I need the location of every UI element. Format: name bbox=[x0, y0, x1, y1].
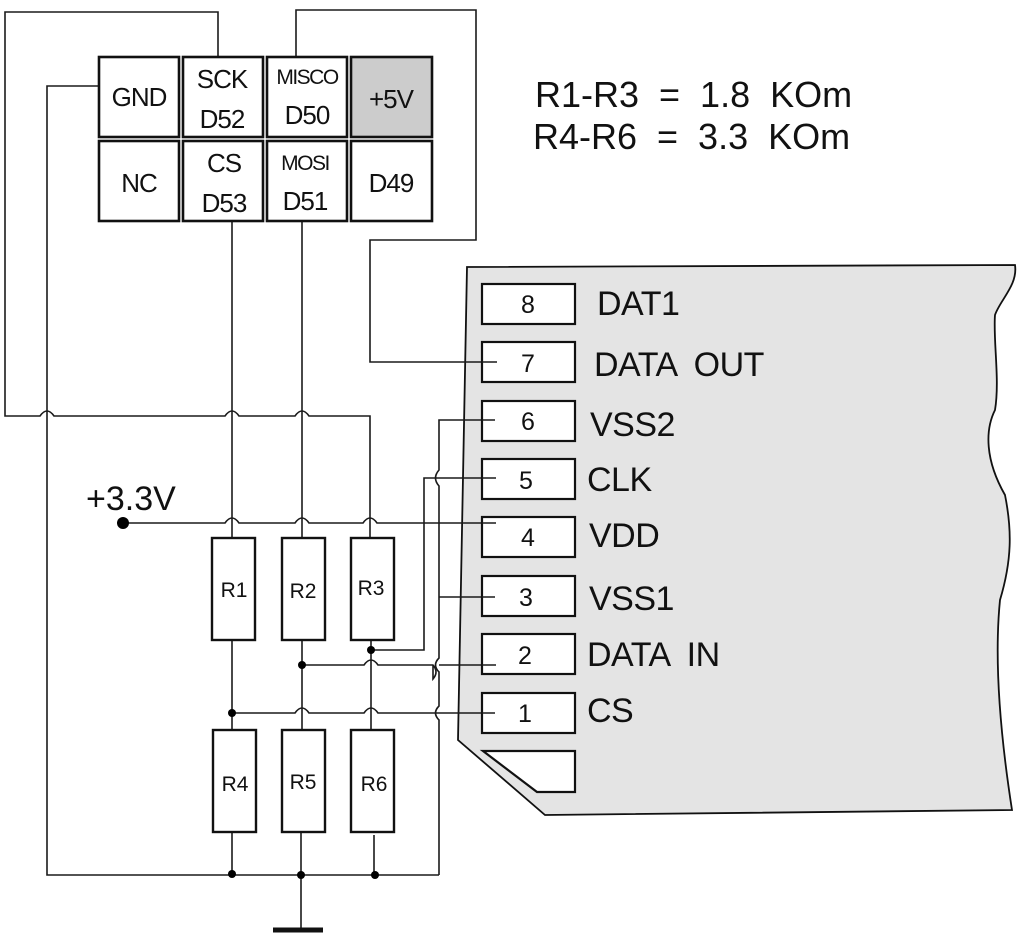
wire-vdd bbox=[123, 517, 500, 524]
sd-pin-8-box bbox=[480, 282, 577, 326]
junction-dot bbox=[228, 709, 236, 717]
resistor-r1-body bbox=[210, 536, 257, 642]
sd-pin-8-number: 8 bbox=[521, 291, 535, 319]
sd-pin-6-box bbox=[480, 399, 577, 443]
sd-pin-5-box bbox=[480, 457, 577, 501]
sd-pin-4-number: 4 bbox=[521, 524, 535, 552]
pin-gnd-label: GND bbox=[112, 82, 167, 112]
resistor-r4-body bbox=[211, 728, 258, 834]
resistor-r1: R1 bbox=[210, 536, 257, 642]
resistor-r6-label: R6 bbox=[361, 773, 388, 796]
junction-dot bbox=[371, 871, 379, 879]
pin-5v-label: +5V bbox=[369, 84, 415, 114]
pin-cs-d53 bbox=[181, 139, 265, 223]
sd-pin-2-name: DATA IN bbox=[587, 636, 720, 674]
sd-pin-1-name: CS bbox=[587, 692, 633, 730]
pin-misco-label: MISCO bbox=[276, 66, 339, 89]
pin-d49-label: D49 bbox=[369, 168, 414, 198]
sd-pin-1-number: 1 bbox=[518, 700, 532, 728]
resistor-r2-label: R2 bbox=[290, 580, 317, 603]
sd-pin-2-box bbox=[480, 632, 577, 676]
note-r1-r3: R1-R3 = 1.8 KOm bbox=[535, 74, 852, 115]
supply-label: +3.3V bbox=[86, 480, 176, 518]
junction-dot bbox=[297, 871, 305, 879]
resistor-r4: R4 bbox=[211, 728, 258, 834]
sd-pin-8-name: DAT1 bbox=[597, 285, 679, 323]
resistor-r3: R3 bbox=[349, 536, 396, 642]
wire-misco bbox=[295, 9, 500, 363]
resistor-r4-label: R4 bbox=[222, 773, 249, 796]
junction-dot bbox=[298, 661, 306, 669]
pin-d52-label: D52 bbox=[200, 104, 245, 134]
sd-pin-4: 4 VDD bbox=[480, 515, 660, 559]
pin-cs-label: CS bbox=[207, 148, 242, 178]
pin-sck-d52 bbox=[181, 55, 265, 139]
pin-d53-label: D53 bbox=[202, 188, 247, 218]
pin-gnd bbox=[97, 55, 181, 139]
junction-dot bbox=[367, 646, 375, 654]
sd-pin-4-name: VDD bbox=[589, 517, 659, 555]
pin-nc-label: NC bbox=[121, 168, 157, 198]
resistor-r3-label: R3 bbox=[358, 577, 385, 600]
sd-pin-6-number: 6 bbox=[521, 408, 535, 436]
resistor-r2: R2 bbox=[280, 536, 327, 642]
resistor-r3-body bbox=[349, 536, 396, 642]
sd-pin-3-box bbox=[480, 574, 577, 618]
pin-mosi-label: MOSI bbox=[281, 152, 329, 175]
wire-vss bbox=[434, 419, 500, 875]
pin-mosi-d51 bbox=[265, 139, 349, 223]
pin-misco-d50 bbox=[265, 55, 349, 139]
pin-nc bbox=[97, 139, 181, 223]
sd-pin-7-number: 7 bbox=[521, 350, 535, 378]
wire-cs bbox=[232, 707, 500, 714]
pin-5v bbox=[349, 55, 434, 139]
sd-pin-4-box bbox=[480, 515, 577, 559]
resistor-r6-body bbox=[349, 728, 396, 834]
header-connector: GND SCK D52 MISCO D50 +5V NC CS D53 MOSI… bbox=[97, 55, 434, 223]
sd-pin-1-box bbox=[480, 691, 577, 735]
resistor-r6: R6 bbox=[349, 728, 396, 834]
pin-d50-label: D50 bbox=[285, 100, 330, 130]
sd-pin-6-name: VSS2 bbox=[590, 406, 675, 444]
resistor-r5-label: R5 bbox=[290, 771, 317, 794]
sd-pin-2: 2 DATA IN bbox=[480, 632, 720, 676]
sd-pin-6: 6 VSS2 bbox=[480, 399, 675, 444]
resistor-r2-body bbox=[280, 536, 327, 642]
sd-card-body bbox=[457, 264, 1017, 816]
sd-pin-2-number: 2 bbox=[518, 642, 532, 670]
pin-sck-label: SCK bbox=[197, 64, 249, 94]
sd-pin-1: 1 CS bbox=[480, 691, 634, 735]
wire-gnd bbox=[46, 85, 439, 876]
junction-dot bbox=[228, 870, 236, 878]
note-r4-r6: R4-R6 = 3.3 KOm bbox=[533, 116, 850, 157]
pin-d51-label: D51 bbox=[283, 186, 328, 216]
sd-pin-5: 5 CLK bbox=[480, 457, 653, 501]
sd-pin-5-number: 5 bbox=[519, 467, 533, 495]
resistor-r1-label: R1 bbox=[221, 579, 248, 602]
resistor-r5: R5 bbox=[280, 728, 327, 834]
resistor-r5-body bbox=[280, 728, 327, 834]
sd-pin-3-number: 3 bbox=[519, 584, 533, 612]
sd-pin-8: 8 DAT1 bbox=[480, 282, 680, 326]
sd-pin-7: 7 DATA OUT bbox=[480, 340, 764, 384]
sd-card-notch bbox=[479, 749, 577, 794]
wire-clk bbox=[371, 477, 500, 651]
pin-d49 bbox=[349, 139, 434, 223]
sd-pin-3-name: VSS1 bbox=[589, 580, 674, 618]
sd-pin-3: 3 VSS1 bbox=[480, 574, 674, 618]
sd-pin-5-name: CLK bbox=[587, 461, 652, 499]
sd-pin-7-name: DATA OUT bbox=[594, 346, 764, 384]
pin-stub bbox=[482, 361, 497, 714]
junction-dot bbox=[117, 517, 129, 529]
wire-sck bbox=[4, 11, 371, 538]
